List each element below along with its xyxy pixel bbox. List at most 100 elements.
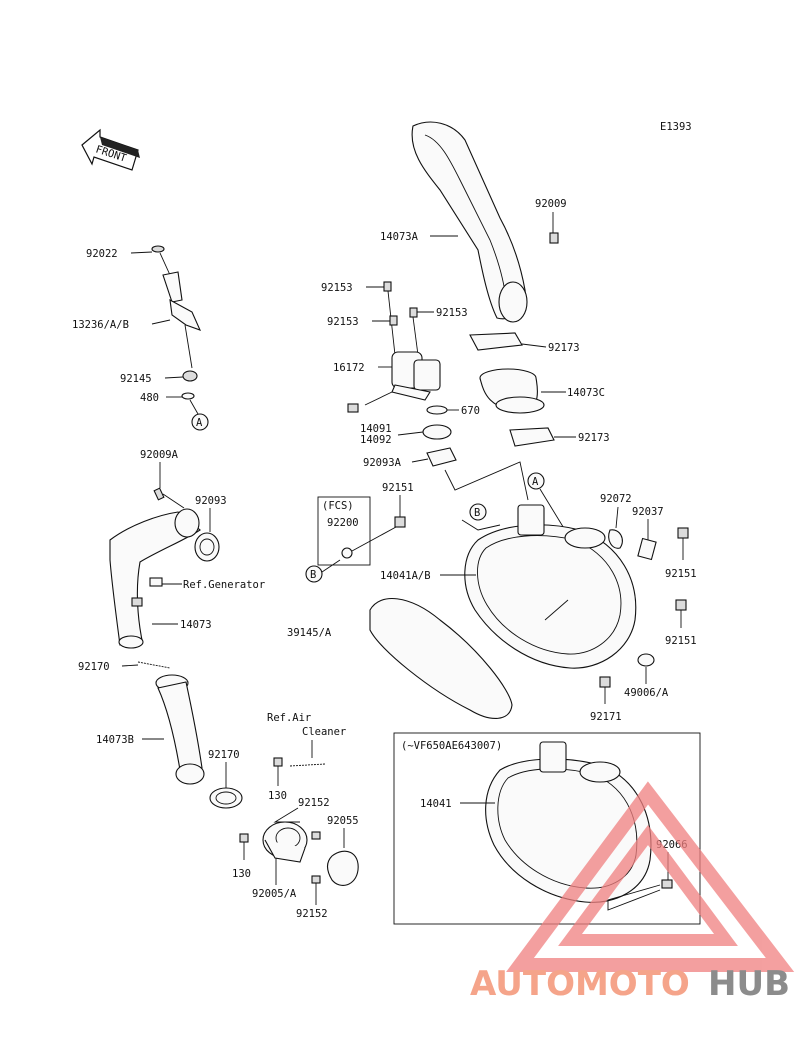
ref-b-center-label: B: [474, 507, 480, 519]
gasket-92093: [194, 532, 220, 562]
label-ref-generator: Ref.Generator: [183, 579, 265, 591]
label-92153-a: 92153: [321, 282, 353, 294]
watermark: AUTOMOTO HUB: [470, 781, 795, 1004]
label-39145a: 39145/A: [287, 627, 332, 639]
oring-670: [426, 405, 448, 415]
label-14073c: 14073C: [567, 387, 605, 399]
leader-92093a: [411, 458, 429, 463]
bolt-92153-b: [389, 315, 398, 326]
bolt-92151-b: [677, 527, 689, 539]
clamp-92170-a: [137, 661, 171, 669]
nut-92152-b: [311, 875, 321, 884]
label-fcs: (FCS): [322, 500, 354, 512]
bolt-92151-a: [394, 516, 406, 528]
ref-b-center: [469, 503, 487, 521]
label-130-a: 130: [268, 790, 287, 802]
cap-14091: [422, 424, 452, 440]
label-480: 480: [140, 392, 159, 404]
duct-14073b: [155, 674, 205, 785]
ref-a-left-label: A: [196, 417, 203, 429]
label-92151-b: 92151: [665, 568, 697, 580]
clamp-92170-b: [209, 787, 243, 809]
seal-92145: [182, 370, 198, 382]
label-92037: 92037: [632, 506, 664, 518]
label-14091: 14091: [360, 423, 392, 435]
bolt-130-b: [239, 833, 249, 843]
label-92151-c: 92151: [665, 635, 697, 647]
label-92152-a: 92152: [298, 797, 330, 809]
label-92170-a: 92170: [78, 661, 110, 673]
ref-a-center-label: A: [532, 476, 539, 488]
part-92037: [637, 537, 657, 561]
label-92152-b: 92152: [296, 908, 328, 920]
leader-13236: [151, 319, 171, 325]
watermark-part2: HUB: [708, 964, 790, 1004]
label-92153-c: 92153: [436, 307, 468, 319]
bolt-92066: [661, 879, 673, 889]
label-670: 670: [461, 405, 480, 417]
leader-92022: [130, 251, 153, 254]
belt-39145a: [369, 597, 513, 719]
gasket-92093a: [426, 447, 457, 467]
label-14073b: 14073B: [96, 734, 134, 746]
label-92173-a: 92173: [548, 342, 580, 354]
duct-14073: [109, 508, 201, 649]
gasket-92173-upper: [469, 332, 523, 351]
bolt-92151-c: [675, 599, 687, 611]
bolt-92153-c: [409, 307, 418, 318]
generator-bracket: [149, 577, 163, 587]
label-ref-air-1: Ref.Air: [267, 712, 311, 724]
diagram-code: E1393: [660, 121, 692, 133]
label-14092: 14092: [360, 434, 392, 446]
label-13236: 13236/A/B: [72, 319, 129, 331]
gasket-92055: [326, 850, 359, 886]
plug-49006a: [637, 653, 655, 667]
label-92055: 92055: [327, 815, 359, 827]
fcs-box: [317, 496, 371, 566]
ref-b-left: [305, 565, 323, 583]
label-14073a: 14073A: [380, 231, 419, 243]
bolt-130-a: [273, 757, 283, 767]
label-92170-b: 92170: [208, 749, 240, 761]
bolt-92009: [549, 232, 559, 244]
label-14041: 14041: [420, 798, 452, 810]
label-14041ab: 14041A/B: [380, 570, 431, 582]
label-92200: 92200: [327, 517, 359, 529]
label-ref-air-2: Cleaner: [302, 726, 346, 738]
boot-14073c: [479, 368, 545, 414]
clip-92022: [151, 245, 165, 253]
label-92009: 92009: [535, 198, 567, 210]
label-92173-b: 92173: [578, 432, 610, 444]
cover-14041: [485, 741, 652, 903]
washer-92200: [341, 547, 353, 559]
air-cleaner-clamp: [289, 763, 326, 767]
actuator-16172: [347, 351, 441, 413]
label-49006a: 49006/A: [624, 687, 669, 699]
label-vf-note: (~VF650AE643007): [401, 740, 502, 752]
label-92005a: 92005/A: [252, 888, 297, 900]
ref-b-left-label: B: [310, 569, 316, 581]
label-130-b: 130: [232, 868, 251, 880]
label-92072: 92072: [600, 493, 632, 505]
label-92151-a: 92151: [382, 482, 414, 494]
bolt-92153-a: [383, 281, 392, 292]
ref-a-center: [527, 472, 545, 490]
leader-92145: [164, 376, 184, 379]
front-arrow-icon: FRONT: [81, 128, 140, 171]
lever-13236: [162, 271, 202, 369]
adapter-92005a: [262, 821, 308, 863]
label-16172: 16172: [333, 362, 365, 374]
label-92093a: 92093A: [363, 457, 402, 469]
label-14073: 14073: [180, 619, 212, 631]
label-92009a: 92009A: [140, 449, 179, 461]
label-92145: 92145: [120, 373, 152, 385]
gasket-92173-lower: [509, 427, 555, 447]
label-92093: 92093: [195, 495, 227, 507]
nut-92152-a: [311, 831, 321, 840]
label-92171: 92171: [590, 711, 622, 723]
watermark-part1: AUTOMOTO: [470, 964, 690, 1004]
watermark-triangle-icon: [506, 781, 795, 972]
leader-92173-a: [521, 343, 547, 348]
bolt-92009a: [153, 487, 165, 501]
